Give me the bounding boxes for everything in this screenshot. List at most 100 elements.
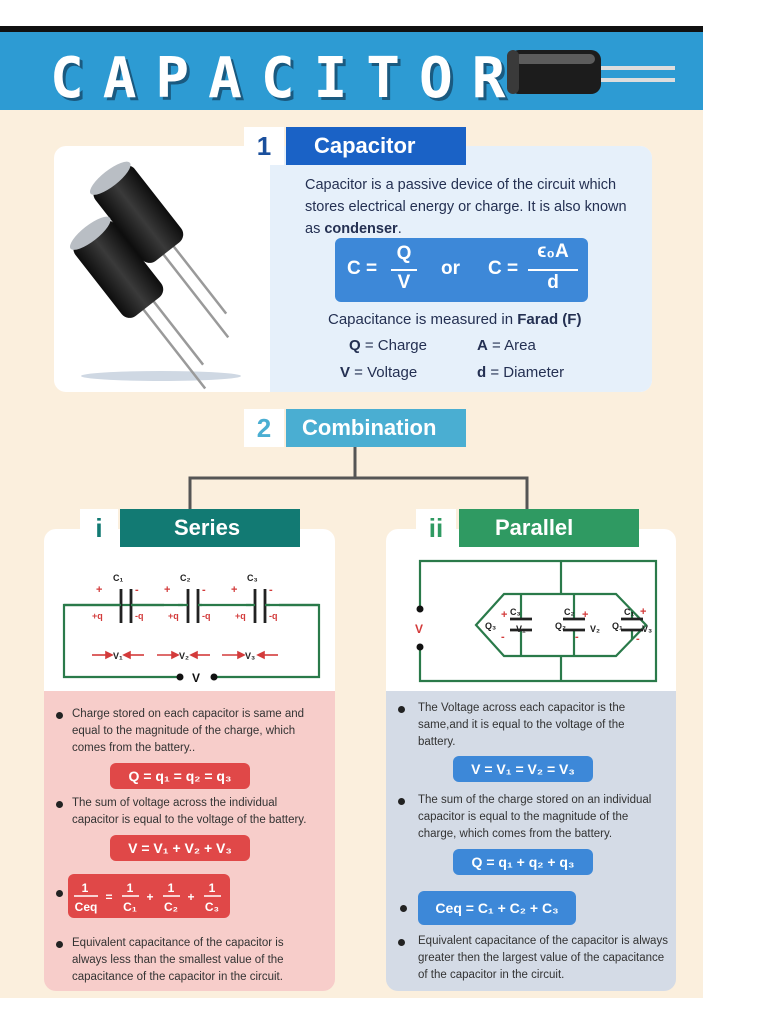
formula-numerator-1: Q bbox=[396, 243, 412, 264]
combination-connector-lines bbox=[188, 447, 529, 510]
parallel-voltage-1: V₁ bbox=[516, 624, 526, 634]
intro-as: as bbox=[305, 221, 325, 237]
parallel-bullet-2 bbox=[398, 798, 405, 805]
series-plus-1: + bbox=[96, 584, 102, 596]
svg-text:Ceq: Ceq bbox=[75, 900, 98, 914]
intro-end: . bbox=[397, 221, 402, 237]
parallel-charge-3: Q₁ bbox=[612, 621, 623, 631]
legend-voltage: V = Voltage bbox=[340, 364, 418, 381]
parallel-minus-3: - bbox=[636, 633, 640, 645]
parallel-plus-1: + bbox=[501, 609, 507, 621]
section-2-heading: Combination bbox=[286, 409, 466, 447]
condenser-term: condenser bbox=[324, 221, 398, 237]
series-bullet-1 bbox=[56, 712, 63, 719]
parallel-voltage-3: V₃ bbox=[642, 624, 652, 634]
svg-text:C₃: C₃ bbox=[205, 900, 219, 914]
series-card: C₁ C₂ C₃ + - + - + - +q -q +q -q +q -q V… bbox=[44, 529, 335, 691]
section-2-number: 2 bbox=[244, 409, 284, 447]
series-number: i bbox=[80, 509, 118, 547]
parallel-bullet-1 bbox=[398, 706, 405, 713]
svg-text:1: 1 bbox=[209, 881, 216, 895]
formula-or: or bbox=[441, 258, 460, 279]
legend-area: A = Area bbox=[477, 337, 536, 354]
parallel-text-2b: capacitor is equal to the magnitude of t… bbox=[418, 811, 629, 823]
poster-title: CAPACITOR bbox=[50, 46, 525, 111]
parallel-battery-label: V bbox=[415, 622, 423, 636]
series-plus-3: + bbox=[231, 584, 237, 596]
parallel-bullet-3 bbox=[400, 905, 407, 912]
series-minus-1: - bbox=[135, 584, 139, 596]
series-text-3a: Equivalent capacitance of the capacitor … bbox=[72, 937, 284, 949]
series-bullet-3 bbox=[56, 890, 63, 897]
parallel-text-1c: battery. bbox=[418, 736, 456, 748]
legend-charge: Q = Charge bbox=[349, 337, 427, 354]
capacitor-infographic: CAPACITOR bbox=[0, 26, 703, 998]
series-plus-2: + bbox=[164, 584, 170, 596]
series-text-1a: Charge stored on each capacitor is same … bbox=[72, 708, 305, 720]
formula-lhs-2: C = bbox=[488, 258, 519, 279]
parallel-minus-2: - bbox=[575, 631, 579, 643]
series-text-3b: always less than the smallest value of t… bbox=[72, 954, 284, 966]
parallel-charge-formula: Q = q₁ + q₂ + q₃ bbox=[453, 849, 593, 875]
title-banner: CAPACITOR bbox=[0, 32, 703, 111]
unit-prefix: Capacitance is measured in bbox=[328, 311, 518, 328]
parallel-text-3c: of the capacitor in the circuit. bbox=[418, 969, 565, 981]
intro-line-3: as condenser. bbox=[305, 218, 402, 240]
svg-text:=: = bbox=[105, 890, 112, 904]
series-charge-1: +q bbox=[92, 611, 103, 621]
series-cap-label-2: C₂ bbox=[180, 573, 191, 583]
parallel-minus-1: - bbox=[501, 631, 505, 643]
capacitance-unit-line: Capacitance is measured in Farad (F) bbox=[328, 309, 581, 331]
parallel-plus-3: + bbox=[640, 606, 646, 618]
parallel-text-2a: The sum of the charge stored on an indiv… bbox=[418, 794, 652, 806]
parallel-text-2c: charge, which comes from the battery. bbox=[418, 828, 613, 840]
series-cap-label-1: C₁ bbox=[113, 573, 123, 583]
series-text-1c: comes from the battery.. bbox=[72, 742, 196, 754]
series-equivalent-formula: 1 Ceq = 1 C₁ + 1 C₂ + 1 C₃ bbox=[68, 874, 230, 918]
svg-text:+: + bbox=[187, 890, 194, 904]
series-charge-4: -q bbox=[202, 611, 211, 621]
parallel-charge-1: Q₃ bbox=[485, 621, 496, 631]
legend-diameter: d = Diameter bbox=[477, 364, 565, 381]
parallel-text-1b: same,and it is equal to the voltage of t… bbox=[418, 719, 625, 731]
series-charge-formula: Q = q₁ = q₂ = q₃ bbox=[110, 763, 250, 789]
series-voltage-formula: V = V₁ + V₂ + V₃ bbox=[110, 835, 250, 861]
parallel-heading: Parallel bbox=[459, 509, 639, 547]
parallel-plus-2: + bbox=[582, 609, 588, 621]
series-heading: Series bbox=[120, 509, 300, 547]
series-voltage-2: V₂ bbox=[179, 651, 189, 661]
svg-text:+: + bbox=[146, 890, 153, 904]
svg-text:1: 1 bbox=[82, 881, 89, 895]
top-border bbox=[0, 26, 703, 32]
formula-denominator-2: d bbox=[547, 272, 559, 293]
series-circuit-diagram: C₁ C₂ C₃ + - + - + - +q -q +q -q +q -q V… bbox=[62, 573, 321, 685]
parallel-cap-label-2: C₂ bbox=[564, 607, 575, 617]
series-charge-6: -q bbox=[269, 611, 278, 621]
series-voltage-3: V₃ bbox=[245, 651, 255, 661]
series-text-2a: The sum of voltage across the individual bbox=[72, 797, 278, 809]
parallel-text-1a: The Voltage across each capacitor is the bbox=[418, 702, 626, 714]
series-voltage-1: V₁ bbox=[113, 651, 123, 661]
series-minus-2: - bbox=[202, 584, 206, 596]
parallel-bullet-4 bbox=[398, 939, 405, 946]
series-bullet-4 bbox=[56, 941, 63, 948]
series-text-3c: capacitance of the capacitor in the circ… bbox=[72, 971, 283, 983]
series-text-2b: capacitor is equal to the voltage of the… bbox=[72, 814, 307, 826]
svg-text:1: 1 bbox=[168, 881, 175, 895]
section-1-heading: Capacitor bbox=[286, 127, 466, 165]
parallel-card: V + C₃ Q₃ V₁ - C₂ + Q₂ V₂ - C₁ + Q₁ V₃ - bbox=[386, 529, 676, 691]
svg-text:C₂: C₂ bbox=[164, 900, 178, 914]
capacitor-icon bbox=[507, 50, 675, 94]
intro-line-2: stores electrical energy or charge. It i… bbox=[305, 199, 627, 215]
parallel-number: ii bbox=[416, 509, 456, 547]
series-text-1b: equal to the magnitude of the charge, wh… bbox=[72, 725, 296, 737]
formula-fraction-bar-1 bbox=[391, 269, 417, 271]
series-charge-2: -q bbox=[135, 611, 144, 621]
parallel-circuit-diagram: V + C₃ Q₃ V₁ - C₂ + Q₂ V₂ - C₁ + Q₁ V₃ - bbox=[415, 559, 658, 683]
parallel-cap-label-1: C₃ bbox=[510, 607, 521, 617]
formula-denominator-1: V bbox=[397, 272, 411, 293]
series-charge-5: +q bbox=[235, 611, 246, 621]
series-cap-label-3: C₃ bbox=[247, 573, 258, 583]
formula-lhs-1: C = bbox=[347, 258, 378, 279]
parallel-voltage-2: V₂ bbox=[590, 624, 600, 634]
